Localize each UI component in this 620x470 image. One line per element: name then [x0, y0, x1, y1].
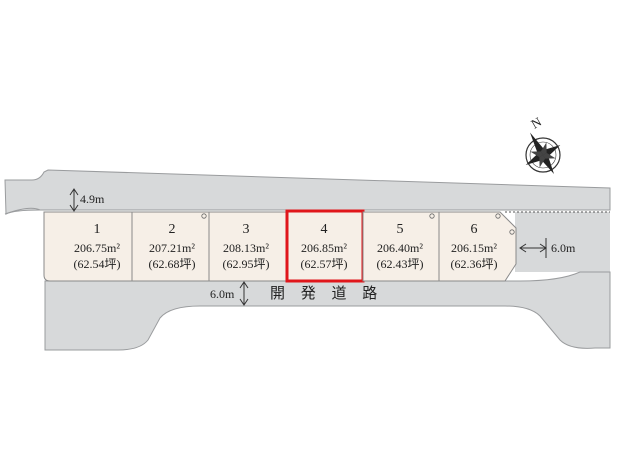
- lot-3[interactable]: 3 208.13m² (62.95坪): [208, 211, 287, 282]
- lot-3-shape: [208, 211, 287, 282]
- upper-road-dimension: 4.9m: [69, 188, 105, 212]
- compass-icon: N: [525, 114, 561, 175]
- upper-road-width: 4.9m: [80, 192, 105, 206]
- lower-road-width: 6.0m: [210, 287, 235, 301]
- lot-1-area: 206.75m²: [74, 241, 120, 255]
- lot-1-tsubo: (62.54坪): [74, 257, 121, 271]
- lot-1-shape: [43, 211, 133, 282]
- lot-6-shape: [438, 211, 517, 282]
- right-road-width: 6.0m: [551, 241, 576, 255]
- right-dim-arrows: [519, 243, 547, 253]
- upper-dim-arrows: [69, 188, 79, 212]
- lot-5-area: 206.40m²: [377, 241, 423, 255]
- lot-3-area: 208.13m²: [223, 241, 269, 255]
- lot-6-marker-b: [509, 229, 515, 235]
- lot-5-tsubo: (62.43坪): [377, 257, 424, 271]
- lot-5-number: 5: [397, 222, 404, 237]
- lot-5[interactable]: 5 206.40m² (62.43坪): [362, 211, 440, 282]
- lot-6-marker-a: [495, 213, 501, 219]
- lot-1[interactable]: 1 206.75m² (62.54坪): [43, 211, 133, 282]
- lot-3-tsubo: (62.95坪): [223, 257, 270, 271]
- lot-2[interactable]: 2 207.21m² (62.68坪): [131, 211, 210, 282]
- compass-needles: [525, 132, 561, 175]
- right-road-dimension: 6.0m: [519, 238, 576, 258]
- compass-inner-ring: [529, 141, 557, 169]
- lower-dim-arrows: [239, 281, 249, 306]
- lot-4-number: 4: [321, 222, 328, 237]
- lot-4-tsubo: (62.57坪): [301, 257, 348, 271]
- lower-road: [44, 271, 611, 351]
- lot-2-marker: [201, 213, 207, 219]
- lot-4-area: 206.85m²: [301, 241, 347, 255]
- lot-5-marker: [429, 213, 435, 219]
- lot-6-tsubo: (62.36坪): [451, 257, 498, 271]
- lot-5-shape: [362, 211, 440, 282]
- lot-6[interactable]: 6 206.15m² (62.36坪): [438, 211, 517, 282]
- upper-road-left-curve: [4, 207, 41, 215]
- lot-3-number: 3: [243, 222, 250, 237]
- lot-2-number: 2: [169, 222, 176, 237]
- lot-6-area: 206.15m²: [451, 241, 497, 255]
- lower-road-dimension: 6.0m: [210, 281, 249, 306]
- lot-6-number: 6: [471, 222, 478, 237]
- lot-1-number: 1: [94, 222, 101, 237]
- compass-ring: [525, 137, 561, 173]
- right-road: [515, 212, 610, 272]
- compass-north-label: N: [528, 114, 544, 132]
- lot-4[interactable]: 4 206.85m² (62.57坪): [285, 209, 365, 283]
- road-name: 開 発 道 路: [270, 285, 383, 302]
- lot-2-tsubo: (62.68坪): [149, 257, 196, 271]
- lot-2-area: 207.21m²: [149, 241, 195, 255]
